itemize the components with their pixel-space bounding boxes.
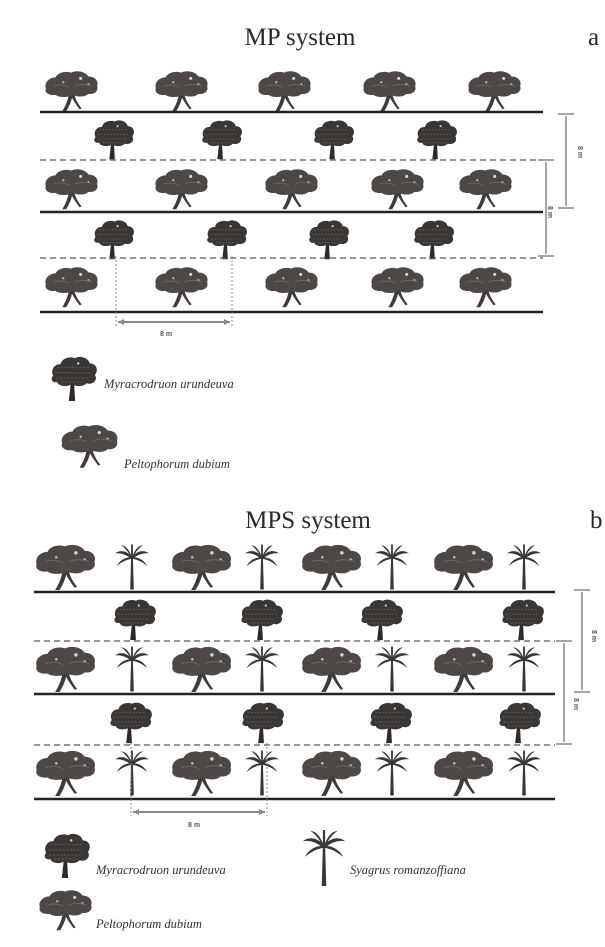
syagrus-palm-icon [374,750,410,796]
panel-a-row-3 [44,168,513,210]
vertical-spacing-label: 8 m [572,698,579,710]
panel-b-title: MPS system [245,507,371,534]
panel-b-legend: Myracrodruon urundeuva Syagrus romanzoff… [38,830,466,931]
peltophorum-tree-icon [154,266,209,308]
peltophorum-tree-icon [171,750,232,796]
panel-b-horizontal-dimension: 8 m [130,743,268,829]
myracrodruon-tree-icon [43,833,91,878]
myracrodruon-tree-icon [413,219,455,260]
horizontal-spacing-label: 8 m [188,822,200,829]
panel-a-row-5 [44,266,513,308]
peltophorum-tree-icon [370,168,425,210]
legend-label: Peltophorum dubium [95,917,202,931]
myracrodruon-tree-icon [313,119,355,160]
peltophorum-tree-icon [44,266,99,308]
peltophorum-tree-icon [301,750,362,796]
panel-b-vertical-dimension-2: 8 m [556,640,579,745]
peltophorum-tree-icon [458,168,513,210]
vertical-spacing-label: 8 m [546,206,553,218]
peltophorum-tree-icon [171,544,232,590]
syagrus-palm-icon [244,750,280,796]
panel-b-row-1 [35,544,542,590]
peltophorum-tree-icon [264,266,319,308]
syagrus-palm-icon [506,750,542,796]
peltophorum-tree-icon [35,646,96,692]
panel-b-row-4 [109,702,542,744]
panel-b-vertical-dimension-1: 8 m [574,589,597,693]
syagrus-palm-icon [374,544,410,590]
myracrodruon-tree-icon [109,702,153,744]
syagrus-palm-icon [114,544,150,590]
myracrodruon-tree-icon [308,219,350,260]
panel-b-row-5 [35,750,542,796]
panel-b-row-3 [35,646,542,692]
myracrodruon-tree-icon [241,702,285,744]
panel-a-vertical-dimension-1: 8 m [558,113,583,209]
peltophorum-tree-icon [433,646,494,692]
peltophorum-tree-icon [458,266,513,308]
syagrus-palm-icon [506,646,542,692]
panel-a-row-4 [93,219,455,260]
myracrodruon-tree-icon [240,599,284,641]
legend-label: Syagrus romanzoffiana [350,863,466,877]
horizontal-spacing-label: 8 m [160,331,172,338]
myracrodruon-tree-icon [369,702,413,744]
peltophorum-tree-icon [61,424,119,469]
peltophorum-tree-icon [433,750,494,796]
peltophorum-tree-icon [257,70,312,112]
legend-label: Peltophorum dubium [123,457,230,471]
peltophorum-tree-icon [44,168,99,210]
peltophorum-tree-icon [264,168,319,210]
peltophorum-tree-icon [467,70,522,112]
syagrus-palm-icon [114,646,150,692]
myracrodruon-tree-icon [501,599,545,641]
panel-a-vertical-dimension-2: 8 m [538,159,554,257]
panel-a-legend: Myracrodruon urundeuva Peltophorum dubiu… [50,356,234,471]
myracrodruon-tree-icon [93,119,135,160]
peltophorum-tree-icon [362,70,417,112]
panel-b-row-2 [113,599,545,641]
peltophorum-tree-icon [35,750,96,796]
peltophorum-tree-icon [154,168,209,210]
peltophorum-tree-icon [154,70,209,112]
panel-a-letter: a [588,24,599,51]
peltophorum-tree-icon [35,544,96,590]
vertical-spacing-label: 8 m [576,146,583,158]
syagrus-palm-icon [244,646,280,692]
syagrus-palm-icon [374,646,410,692]
myracrodruon-tree-icon [360,599,404,641]
peltophorum-tree-icon [301,544,362,590]
myracrodruon-tree-icon [93,219,135,260]
panel-a-row-2 [93,119,458,160]
peltophorum-tree-icon [301,646,362,692]
myracrodruon-tree-icon [113,599,157,641]
legend-label: Myracrodruon urundeuva [103,377,234,391]
myracrodruon-tree-icon [201,119,243,160]
panel-a-horizontal-dimension: 8 m [115,256,233,338]
myracrodruon-tree-icon [206,219,248,260]
myracrodruon-tree-icon [416,119,458,160]
peltophorum-tree-icon [38,889,93,931]
syagrus-palm-icon [114,750,150,796]
syagrus-palm-icon [301,830,347,886]
myracrodruon-tree-icon [50,356,98,401]
peltophorum-tree-icon [433,544,494,590]
peltophorum-tree-icon [44,70,99,112]
peltophorum-tree-icon [370,266,425,308]
myracrodruon-tree-icon [498,702,542,744]
peltophorum-tree-icon [171,646,232,692]
panel-a-title: MP system [245,24,356,51]
panel-b-letter: b [590,507,603,534]
syagrus-palm-icon [506,544,542,590]
syagrus-palm-icon [244,544,280,590]
legend-label: Myracrodruon urundeuva [95,863,226,877]
vertical-spacing-label: 8 m [590,630,597,642]
panel-a-row-1 [44,70,522,112]
